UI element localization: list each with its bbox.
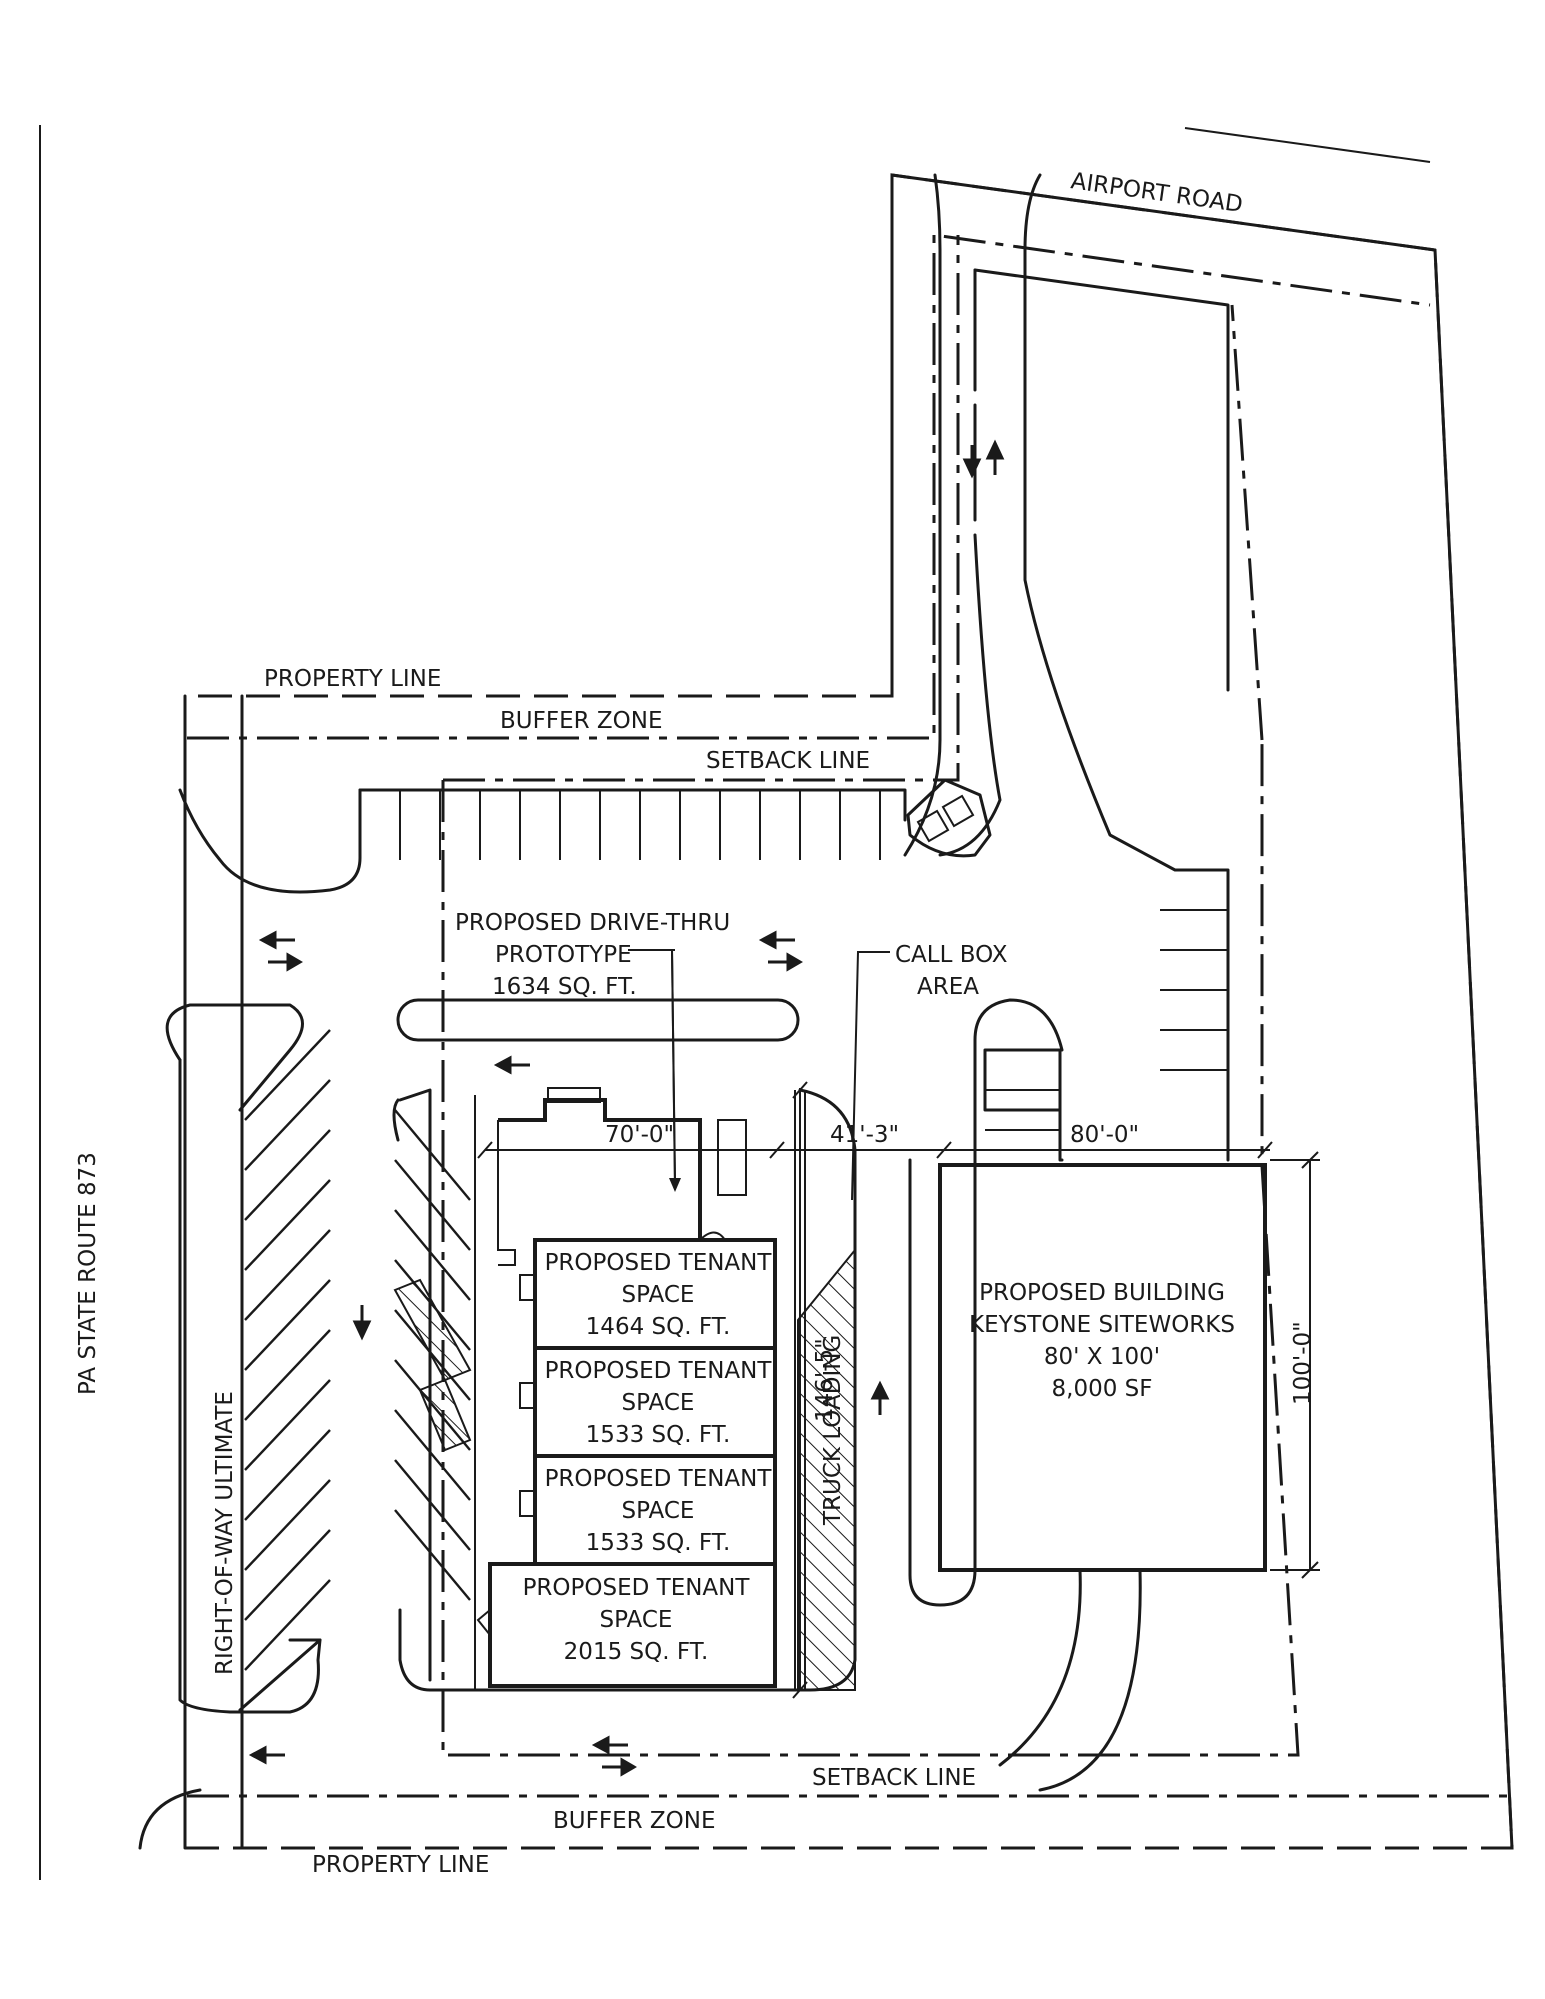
svg-text:SPACE: SPACE: [622, 1282, 695, 1308]
tenant-space-1-label: PROPOSED TENANT SPACE 1464 SQ. FT.: [545, 1250, 773, 1340]
property-line-top-label: PROPERTY LINE: [264, 666, 441, 692]
tenant-space-3-label: PROPOSED TENANT SPACE 1533 SQ. FT.: [545, 1466, 773, 1556]
svg-text:SPACE: SPACE: [600, 1607, 673, 1633]
property-line-bottom-label: PROPERTY LINE: [312, 1852, 489, 1878]
angled-parking-left: [244, 1029, 331, 1671]
buffer-zone-line: [187, 233, 1510, 1798]
property-line: [183, 173, 1514, 1850]
truck-loading-label: TRUCK LOADING: [820, 1335, 846, 1526]
svg-text:PROPOSED BUILDING: PROPOSED BUILDING: [979, 1280, 1225, 1306]
svg-text:PROPOSED TENANT: PROPOSED TENANT: [523, 1575, 751, 1601]
dumpster-enclosure-icon: [906, 778, 992, 858]
svg-text:1634 SQ. FT.: 1634 SQ. FT.: [492, 974, 637, 1000]
svg-text:SPACE: SPACE: [622, 1390, 695, 1416]
svg-text:PROPOSED TENANT: PROPOSED TENANT: [545, 1466, 773, 1492]
tenant-space-2-label: PROPOSED TENANT SPACE 1533 SQ. FT.: [545, 1358, 773, 1448]
svg-text:1464 SQ. FT.: 1464 SQ. FT.: [586, 1314, 731, 1340]
leader-lines: [628, 949, 890, 1201]
svg-text:SPACE: SPACE: [622, 1498, 695, 1524]
curbs: [138, 173, 1230, 1850]
dimension-70: 70'-0": [605, 1122, 674, 1148]
svg-text:KEYSTONE SITEWORKS: KEYSTONE SITEWORKS: [969, 1312, 1235, 1338]
dimension-lines: [477, 1081, 1320, 1699]
svg-text:PROPOSED TENANT: PROPOSED TENANT: [545, 1358, 773, 1384]
dimension-80: 80'-0": [1070, 1122, 1139, 1148]
svg-text:AREA: AREA: [917, 974, 979, 1000]
svg-text:2015 SQ. FT.: 2015 SQ. FT.: [564, 1639, 709, 1665]
dimension-146: 146'-5": [812, 1338, 838, 1422]
buffer-zone-top-label: BUFFER ZONE: [500, 708, 663, 734]
call-box-label: CALL BOX AREA: [895, 942, 1008, 1000]
svg-text:CALL BOX: CALL BOX: [895, 942, 1008, 968]
setback-line-top-label: SETBACK LINE: [706, 748, 870, 774]
route-873-label: PA STATE ROUTE 873: [75, 1152, 101, 1395]
proposed-building-label: PROPOSED BUILDING KEYSTONE SITEWORKS 80'…: [969, 1280, 1235, 1402]
parking-stalls-top: [399, 790, 881, 860]
svg-text:1533 SQ. FT.: 1533 SQ. FT.: [586, 1422, 731, 1448]
top-stray-line: [1184, 127, 1431, 163]
dimension-41: 41'-3": [830, 1122, 899, 1148]
svg-text:8,000 SF: 8,000 SF: [1052, 1376, 1153, 1402]
svg-text:PROPOSED DRIVE-THRU: PROPOSED DRIVE-THRU: [455, 910, 730, 936]
svg-text:PROTOTYPE: PROTOTYPE: [495, 942, 632, 968]
tenant-space-4-label: PROPOSED TENANT SPACE 2015 SQ. FT.: [523, 1575, 751, 1665]
dimension-100: 100'-0": [1290, 1321, 1316, 1405]
svg-text:1533 SQ. FT.: 1533 SQ. FT.: [586, 1530, 731, 1556]
buffer-zone-bottom-label: BUFFER ZONE: [553, 1808, 716, 1834]
proposed-building-outline: [938, 1163, 1267, 1572]
svg-text:PROPOSED TENANT: PROPOSED TENANT: [545, 1250, 773, 1276]
setback-line-bottom-label: SETBACK LINE: [812, 1765, 976, 1791]
traffic-arrows: [248, 439, 1005, 1777]
svg-text:80' X 100': 80' X 100': [1044, 1344, 1160, 1370]
truck-loading-zone: [797, 1247, 856, 1691]
accessible-stalls: [393, 1278, 472, 1452]
drive-thru-label: PROPOSED DRIVE-THRU PROTOTYPE 1634 SQ. F…: [455, 910, 730, 1000]
parking-stalls-right: [985, 909, 1228, 1131]
right-of-way-label: RIGHT-OF-WAY ULTIMATE: [212, 1391, 238, 1675]
